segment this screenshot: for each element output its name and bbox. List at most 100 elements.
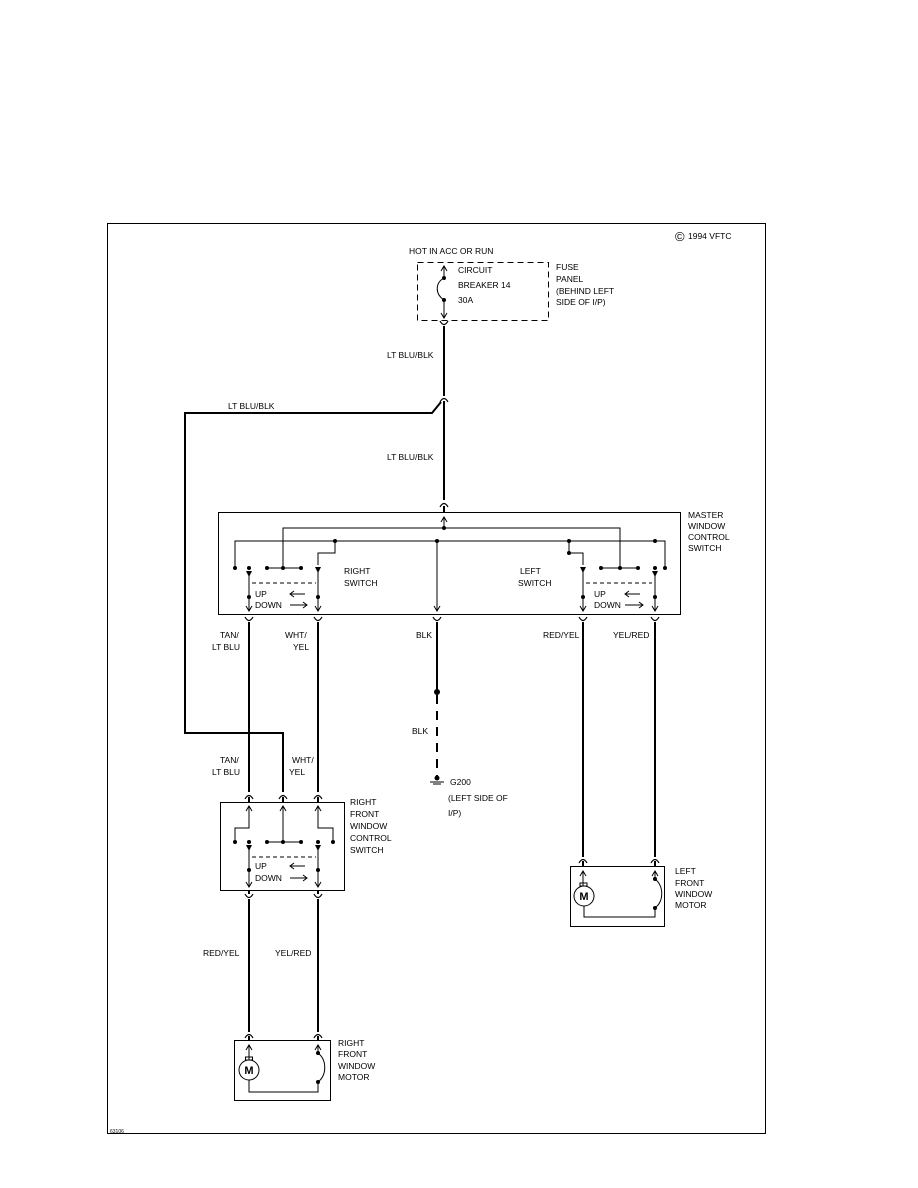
contact-dot [233, 840, 237, 844]
contact-dot [299, 566, 303, 570]
contact-dot [316, 595, 320, 599]
feed-wire-lt-blu-blk: LT BLU/BLK LT BLU/BLK LT BLU/BLK [184, 320, 449, 792]
right-switch-label-line: RIGHT [344, 566, 370, 576]
right-front-window-motor: M RIGHT FRONT WINDOW MOTOR [234, 1033, 375, 1101]
switch-link [317, 806, 334, 842]
wire-label-yel-red: YEL/RED [613, 630, 649, 640]
feed-wire-branch [184, 401, 442, 792]
ground-name: G200 [450, 777, 471, 787]
wire-label-tan-lt-blu: LT BLU [212, 642, 240, 652]
down-label: DOWN [255, 600, 282, 610]
master-window-control-switch: UP DOWN RIGHT SWITCH [218, 510, 730, 615]
figure-number: 63106 [110, 1129, 124, 1135]
feed-wire-lower-label: LT BLU/BLK [387, 452, 434, 462]
wire-label-tan-lt-blu: TAN/ [220, 755, 239, 765]
motor-return-lead [248, 1080, 319, 1093]
breaker-label-line: CIRCUIT [458, 265, 492, 275]
contact-dot [265, 566, 269, 570]
wire-label-wht-yel: YEL [293, 642, 309, 652]
motor-return-lead [583, 906, 656, 918]
circuit-breaker-element [436, 277, 445, 301]
master-switch-label-line: SWITCH [688, 543, 722, 553]
connector [650, 616, 660, 622]
left-motor-label-line: FRONT [675, 878, 704, 888]
contact-dot [281, 840, 285, 844]
right-front-switch-label-line: SWITCH [350, 845, 384, 855]
fuse-panel-label-line: PANEL [556, 274, 584, 284]
up-label: UP [255, 861, 267, 871]
contact-dot [247, 595, 251, 599]
wire-label-red-yel: RED/YEL [203, 948, 240, 958]
fuse-panel-outline [417, 262, 549, 321]
master-switch-label-line: MASTER [688, 510, 723, 520]
right-switch-label-line: SWITCH [344, 578, 378, 588]
motor-letter: M [579, 891, 588, 903]
fuse-panel-label-line: SIDE OF I/P) [556, 297, 606, 307]
contact-dot [247, 840, 251, 844]
left-front-window-motor: M LEFT FRONT WINDOW MOTOR [570, 858, 712, 927]
down-arrow-head [638, 601, 644, 609]
right-motor-label-line: FRONT [338, 1049, 367, 1059]
left-switch-label-line: LEFT [520, 566, 541, 576]
right-front-window-control-switch: TAN/ LT BLU WHT/ YEL [203, 755, 392, 1032]
right-front-switch-outline [220, 802, 345, 891]
contact-dot [247, 868, 251, 872]
right-front-switch-label-line: FRONT [350, 809, 379, 819]
fuse-panel: HOT IN ACC OR RUN CIRCUIT BREAKER 14 30A… [409, 246, 614, 321]
connector [244, 893, 254, 899]
wire-label-wht-yel: WHT/ [292, 755, 314, 765]
wire-label-tan-lt-blu: TAN/ [220, 630, 239, 640]
contact-dot [653, 539, 657, 543]
contact-dot [333, 539, 337, 543]
breaker-rating: 30A [458, 295, 473, 305]
switch-link [317, 541, 336, 565]
ground-location-line: I/P) [448, 808, 461, 818]
fuse-panel-label-line: (BEHIND LEFT [556, 286, 614, 296]
feed-wire-branch-label: LT BLU/BLK [228, 401, 275, 411]
master-switch-label-line: CONTROL [688, 532, 730, 542]
wire-label-blk: BLK [412, 726, 428, 736]
down-arrow-head [302, 874, 308, 882]
switch-link [568, 541, 584, 565]
motor-circuit-breaker [317, 1052, 326, 1083]
contact-dot [265, 840, 269, 844]
contact-dot [653, 906, 657, 910]
fuse-panel-label-line: FUSE [556, 262, 579, 272]
copyright-symbol: © [675, 229, 685, 244]
wire-label-wht-yel: WHT/ [285, 630, 307, 640]
master-output-wires: TAN/ LT BLU WHT/ YEL BLK RED/YEL YEL/RED [212, 616, 660, 857]
splice-dot [434, 689, 440, 695]
wire-label-yel-red: YEL/RED [275, 948, 311, 958]
contact-dot [663, 566, 667, 570]
contact-dot [299, 840, 303, 844]
left-motor-label-line: MOTOR [675, 900, 706, 910]
left-switch-label-line: SWITCH [518, 578, 552, 588]
connector [313, 616, 323, 622]
motor-letter: M [244, 1065, 253, 1077]
contact-dot [599, 566, 603, 570]
up-label: UP [594, 589, 606, 599]
left-motor-outline [570, 866, 665, 927]
right-front-switch-label-line: CONTROL [350, 833, 392, 843]
master-left-switch: UP DOWN LEFT SWITCH [518, 539, 667, 612]
contact-dot [653, 566, 657, 570]
contact-dot [653, 595, 657, 599]
power-note: HOT IN ACC OR RUN [409, 246, 493, 256]
switch-link [234, 806, 250, 842]
right-front-switch-label-line: RIGHT [350, 797, 376, 807]
wire-label-tan-lt-blu: LT BLU [212, 767, 240, 777]
up-arrow-head [624, 590, 630, 598]
motor-circuit-breaker [654, 878, 663, 909]
right-motor-label-line: MOTOR [338, 1072, 369, 1082]
down-label: DOWN [594, 600, 621, 610]
connector [313, 893, 323, 899]
down-arrow-head [302, 601, 308, 609]
right-motor-outline [234, 1040, 331, 1101]
ground-g200: BLK G200 (LEFT SIDE OF I/P) [412, 622, 508, 818]
right-motor-label-line: WINDOW [338, 1061, 375, 1071]
ground-point-dot [434, 775, 440, 781]
wire-label-blk: BLK [416, 630, 432, 640]
up-label: UP [255, 589, 267, 599]
contact-dot [567, 539, 571, 543]
